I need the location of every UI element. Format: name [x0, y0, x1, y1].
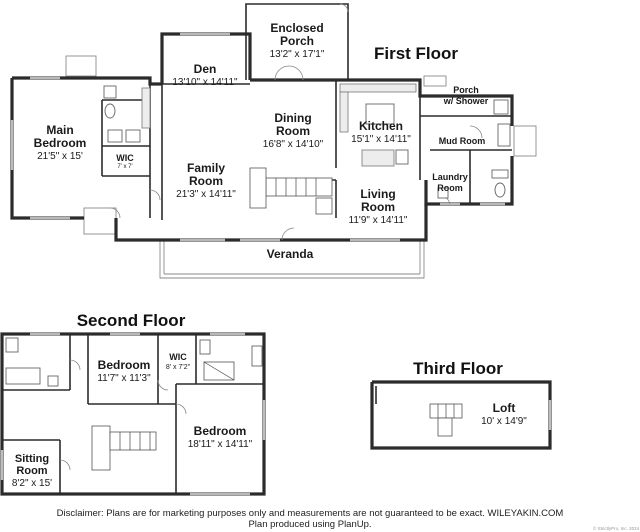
living-room-dims: 11'9" x 14'11"	[349, 215, 408, 226]
mud-room-label: Mud Room	[439, 136, 486, 146]
loft-label: Loft	[493, 401, 516, 415]
main-bedroom-dims: 21'5" x 15'	[37, 151, 83, 162]
sitting-room-label-1: Sitting	[15, 453, 49, 465]
laundry-room-label-1: Laundry	[432, 172, 468, 182]
family-room-dims: 21'3" x 14'11"	[176, 189, 236, 200]
dining-room-label-1: Dining	[274, 111, 311, 125]
living-room-label-2: Room	[361, 200, 395, 214]
dining-room-label-2: Room	[276, 124, 310, 138]
sitting-room-label-2: Room	[16, 465, 47, 477]
family-room-label-2: Room	[189, 174, 223, 188]
enclosed-porch-dims: 13'2" x 17'1"	[270, 49, 325, 60]
first-floor-fixtures	[103, 83, 511, 199]
sitting-room-dims: 8'2" x 15'	[12, 478, 52, 489]
enclosed-porch-label-1: Enclosed	[270, 21, 323, 35]
wic-second-dims: 8' x 7'2"	[166, 364, 191, 371]
dining-room-dims: 16'8" x 14'10"	[263, 139, 324, 150]
wic-second-label: WIC	[169, 352, 187, 362]
third-floor-stairs	[429, 403, 463, 437]
third-floor-walls	[370, 380, 552, 450]
laundry-room-label-2: Room	[437, 183, 463, 193]
porch-shower-label-2: w/ Shower	[443, 96, 489, 106]
second-floor-doors	[59, 359, 187, 471]
plan-credit-text: Plan produced using PlanUp.	[248, 519, 371, 530]
second-floor-title: Second Floor	[77, 311, 186, 330]
veranda-label: Veranda	[267, 247, 314, 261]
bedroom-1-dims: 11'7" x 11'3"	[97, 373, 151, 384]
wic-first-dims: 7' x 7'	[117, 164, 132, 170]
kitchen-label: Kitchen	[359, 119, 403, 133]
copyright-watermark: © StrictlyPro, Inc. 2024	[593, 525, 640, 531]
family-room-label-1: Family	[187, 161, 225, 175]
third-floor-title: Third Floor	[413, 359, 503, 378]
main-bedroom-label-1: Main	[46, 123, 73, 137]
first-floor-doors	[109, 3, 483, 241]
veranda-deck	[159, 240, 425, 279]
disclaimer-text: Disclaimer: Plans are for marketing purp…	[57, 508, 564, 519]
first-floor-plan: First Floor Enclosed Porch 13'2" x 17'1"…	[10, 3, 537, 279]
porch-shower-label-1: Porch	[453, 85, 479, 95]
wic-first-label: WIC	[116, 153, 134, 163]
loft-dims: 10' x 14'9"	[481, 416, 527, 427]
second-floor-stairs	[91, 425, 157, 471]
second-floor-windows	[0, 332, 266, 496]
second-floor-fixtures	[5, 337, 263, 387]
main-bedroom-label-2: Bedroom	[34, 136, 87, 150]
living-room-label-1: Living	[360, 187, 395, 201]
den-label: Den	[194, 62, 217, 76]
bedroom-2-dims: 18'11" x 14'11"	[188, 439, 253, 450]
first-floor-title: First Floor	[374, 44, 458, 63]
third-floor-plan: Third Floor Loft 10' x 14'9"	[370, 359, 552, 450]
bedroom-1-label: Bedroom	[98, 358, 151, 372]
first-floor-stairs	[249, 167, 333, 215]
bedroom-2-label: Bedroom	[194, 424, 247, 438]
second-floor-plan: Second Floor	[0, 311, 266, 496]
kitchen-dims: 15'1" x 14'11"	[351, 134, 411, 145]
enclosed-porch-label-2: Porch	[280, 34, 314, 48]
den-dims: 13'10" x 14'11"	[172, 77, 238, 88]
